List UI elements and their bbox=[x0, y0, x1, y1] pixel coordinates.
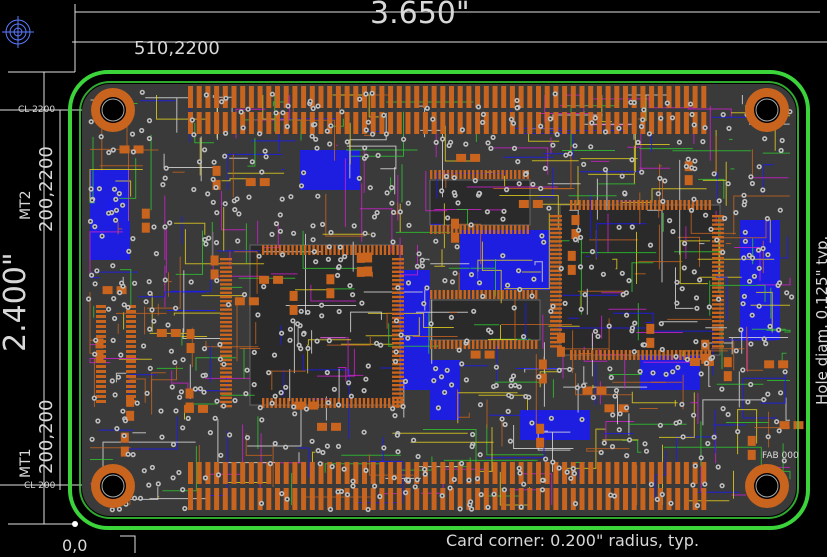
fab-note: FAB 000 bbox=[762, 451, 799, 461]
component-pads bbox=[95, 86, 804, 510]
height-dimension: 2.400" bbox=[0, 252, 33, 352]
board-keepout bbox=[79, 81, 799, 519]
pad-510-coords: 510,2200 bbox=[134, 38, 220, 59]
corner-note: Card corner: 0.200" radius, typ. bbox=[446, 531, 700, 550]
mt2-label: MT2 bbox=[18, 190, 34, 220]
width-dimension: 3.650" bbox=[370, 0, 470, 31]
cl-2200-label: CL 2200 bbox=[18, 105, 56, 115]
hole-diameter-note: Hole diam. 0.125" typ. bbox=[813, 235, 827, 405]
mt1-coords: 200,200 bbox=[36, 399, 57, 474]
origin-target-icon bbox=[2, 16, 34, 48]
origin-label: 0,0 bbox=[62, 536, 88, 555]
routed-traces bbox=[89, 94, 791, 506]
mt1-label: MT1 bbox=[18, 448, 34, 478]
cl-200-label: CL 200 bbox=[24, 481, 56, 491]
dimension-lines bbox=[0, 4, 827, 553]
origin-marker bbox=[72, 521, 78, 527]
mounting-holes bbox=[91, 88, 789, 508]
board-outline bbox=[68, 70, 810, 530]
mt2-coords: 200,2200 bbox=[36, 146, 57, 232]
